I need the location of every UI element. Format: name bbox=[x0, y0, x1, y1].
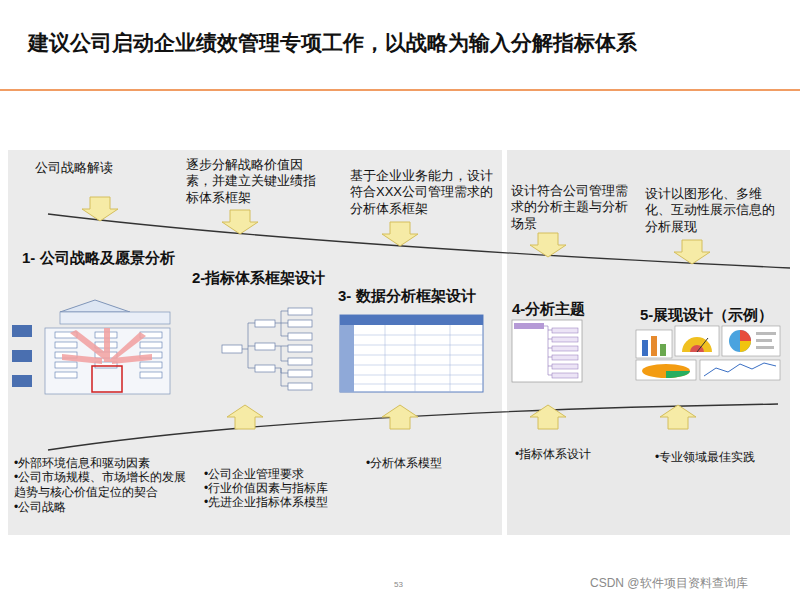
step-title: 5-展现设计（示例） bbox=[640, 306, 773, 325]
panel-text: •分析体系模型 bbox=[366, 456, 486, 471]
panel-text: 设计符合公司管理需求的分析主题与分析场景 bbox=[511, 183, 629, 232]
step-title: 4-分析主题 bbox=[512, 300, 585, 319]
panel-text: 逐步分解战略价值因素，并建立关键业绩指标体系框架 bbox=[186, 157, 318, 206]
panel-text: •专业领域最佳实践 bbox=[655, 450, 785, 465]
panel-text: •先进企业指标体系模型 bbox=[204, 495, 344, 510]
table-thumbnail bbox=[340, 315, 483, 392]
panel-text: •行业价值因素与指标库 bbox=[204, 481, 344, 496]
panel-text: 设计以图形化、多维化、互动性展示信息的分析展现 bbox=[645, 186, 780, 235]
tree-thumbnail bbox=[222, 308, 312, 390]
block-arrows bbox=[82, 197, 710, 429]
panel-text: 公司战略解读 bbox=[35, 160, 113, 176]
topic-thumbnail bbox=[512, 320, 582, 382]
watermark: CSDN @软件项目资料查询库 bbox=[590, 576, 748, 591]
title-rule bbox=[0, 89, 800, 91]
panel-text: •公司市场规模、市场增长的发展趋势与核心价值定位的契合 bbox=[14, 470, 189, 500]
panel-text: •公司战略 bbox=[14, 500, 189, 515]
panel-text: •公司企业管理要求 bbox=[204, 467, 344, 482]
page-number: 53 bbox=[394, 580, 403, 590]
step-title: 1- 公司战略及愿景分析 bbox=[22, 249, 175, 268]
panel-text: 基于企业业务能力，设计符合XXX公司管理需求的分析体系框架 bbox=[350, 168, 498, 217]
strategy-thumbnail bbox=[12, 300, 170, 394]
panel-text: •外部环境信息和驱动因素 bbox=[14, 456, 189, 471]
lower-curve bbox=[48, 404, 778, 450]
upper-curve bbox=[48, 214, 790, 268]
step-title: 2-指标体系框架设计 bbox=[192, 269, 325, 288]
step-title: 3- 数据分析框架设计 bbox=[338, 287, 476, 306]
dashboard-thumbnail bbox=[636, 326, 780, 380]
panel-text: •指标体系设计 bbox=[515, 447, 625, 462]
slide-title: 建议公司启动企业绩效管理专项工作，以战略为输入分解指标体系 bbox=[28, 30, 637, 56]
